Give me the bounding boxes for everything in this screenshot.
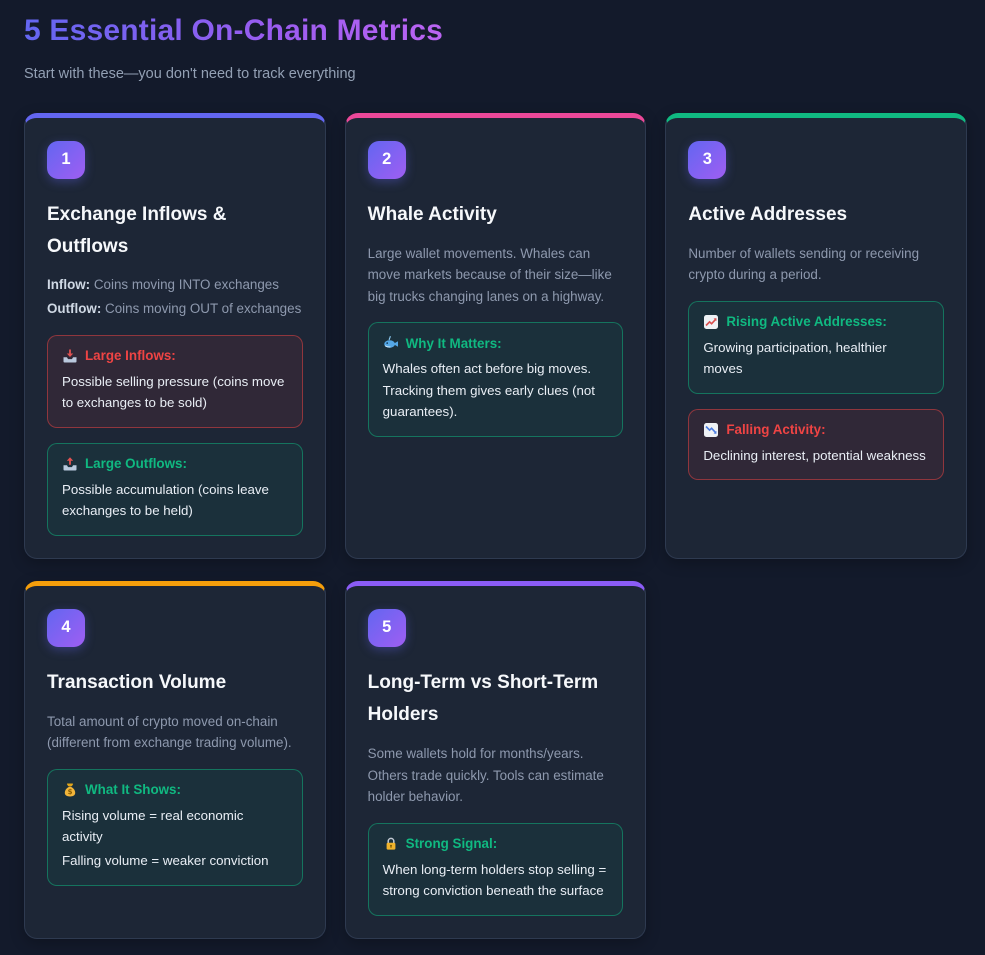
whale-icon bbox=[383, 335, 399, 351]
metric-card-description: Some wallets hold for months/years. Othe… bbox=[367, 746, 604, 805]
metric-card-title: Active Addresses bbox=[688, 203, 848, 225]
metric-number-badge: 5 bbox=[367, 608, 406, 647]
metric-card-transaction-volume: 4 Transaction Volume Total amount of cry… bbox=[24, 580, 326, 939]
definitions: Inflow: Coins moving INTO exchanges Outf… bbox=[47, 275, 303, 320]
callout-label: Large Inflows: bbox=[62, 348, 288, 364]
callout-label-text: Strong Signal: bbox=[405, 836, 498, 852]
page-subtitle: Start with these—you don't need to track… bbox=[24, 65, 356, 82]
definition-inflow: Inflow: Coins moving INTO exchanges bbox=[47, 275, 303, 296]
definition-term: Outflow: bbox=[47, 300, 102, 316]
metric-card-whale-activity: 2 Whale Activity Large wallet movements.… bbox=[344, 112, 647, 559]
callout-label: Strong Signal: bbox=[383, 836, 609, 852]
callout-label-text: Why It Matters: bbox=[405, 335, 502, 351]
page-title: 5 Essential On-Chain Metrics bbox=[24, 14, 444, 47]
callout-body: When long-term holders stop selling = st… bbox=[382, 861, 607, 899]
metric-card-title: Exchange Inflows & Outflows bbox=[47, 203, 227, 257]
metric-card-exchange-flows: 1 Exchange Inflows & Outflows Inflow: Co… bbox=[24, 112, 326, 559]
definition-text: Coins moving INTO exchanges bbox=[93, 277, 279, 293]
callout-label-text: Large Outflows: bbox=[85, 456, 187, 472]
metrics-grid: 1 Exchange Inflows & Outflows Inflow: Co… bbox=[24, 112, 967, 939]
outbox-tray-icon bbox=[62, 456, 78, 472]
metric-number-badge: 3 bbox=[688, 140, 727, 179]
callout-label: Why It Matters: bbox=[383, 335, 609, 351]
definition-term: Inflow: bbox=[47, 277, 91, 293]
callout-label: Large Outflows: bbox=[62, 456, 288, 472]
callout-why-it-matters: Why It Matters: Whales often act before … bbox=[367, 322, 624, 437]
callout-large-inflows: Large Inflows: Possible selling pressure… bbox=[47, 334, 303, 428]
callout-large-outflows: Large Outflows: Possible accumulation (c… bbox=[47, 442, 303, 536]
callout-body: Rising volume = real economic activity bbox=[62, 807, 244, 845]
callout-falling-activity: Falling Activity: Declining interest, po… bbox=[688, 408, 944, 481]
chart-increasing-icon bbox=[703, 314, 719, 330]
callout-body: Possible accumulation (coins leave excha… bbox=[62, 481, 269, 519]
callout-body: Growing participation, healthier moves bbox=[703, 339, 887, 377]
callout-body: Declining interest, potential weakness bbox=[703, 447, 926, 463]
money-bag-icon: $ bbox=[62, 782, 78, 798]
definition-text: Coins moving OUT of exchanges bbox=[105, 300, 302, 316]
metric-card-title: Transaction Volume bbox=[47, 671, 227, 693]
inbox-tray-icon bbox=[62, 348, 78, 364]
callout-what-it-shows: $ What It Shows: Rising volume = real ec… bbox=[47, 768, 303, 886]
metric-card-holder-types: 5 Long-Term vs Short-Term Holders Some w… bbox=[344, 580, 647, 939]
callout-body: Possible selling pressure (coins move to… bbox=[62, 373, 285, 411]
metric-card-description: Number of wallets sending or receiving c… bbox=[688, 245, 920, 283]
callout-label-text: Large Inflows: bbox=[85, 348, 176, 364]
metric-card-description: Total amount of crypto moved on-chain (d… bbox=[47, 714, 292, 751]
callout-rising-addresses: Rising Active Addresses: Growing partici… bbox=[688, 300, 944, 394]
chart-decreasing-icon bbox=[703, 422, 719, 438]
metric-card-description: Large wallet movements. Whales can move … bbox=[367, 245, 612, 304]
page-header: 5 Essential On-Chain Metrics Start with … bbox=[24, 14, 967, 82]
callout-label: Rising Active Addresses: bbox=[703, 314, 929, 330]
callout-body: Falling volume = weaker conviction bbox=[62, 852, 269, 868]
metric-number-badge: 1 bbox=[47, 140, 85, 179]
callout-strong-signal: Strong Signal: When long-term holders st… bbox=[367, 822, 624, 916]
callout-label: $ What It Shows: bbox=[62, 782, 288, 798]
definition-outflow: Outflow: Coins moving OUT of exchanges bbox=[47, 299, 303, 320]
metric-number-badge: 4 bbox=[47, 608, 85, 647]
callout-label-text: What It Shows: bbox=[85, 782, 181, 798]
metric-card-title: Whale Activity bbox=[367, 203, 497, 225]
page: 5 Essential On-Chain Metrics Start with … bbox=[24, 14, 967, 939]
svg-text:$: $ bbox=[68, 788, 73, 796]
lock-icon bbox=[383, 836, 399, 852]
metric-card-active-addresses: 3 Active Addresses Number of wallets sen… bbox=[665, 112, 967, 559]
callout-label-text: Rising Active Addresses: bbox=[726, 314, 887, 330]
metric-card-title: Long-Term vs Short-Term Holders bbox=[367, 671, 599, 726]
callout-label: Falling Activity: bbox=[703, 422, 929, 438]
callout-body: Whales often act before big moves. Track… bbox=[382, 361, 595, 420]
callout-label-text: Falling Activity: bbox=[726, 422, 826, 438]
metric-number-badge: 2 bbox=[367, 140, 406, 179]
